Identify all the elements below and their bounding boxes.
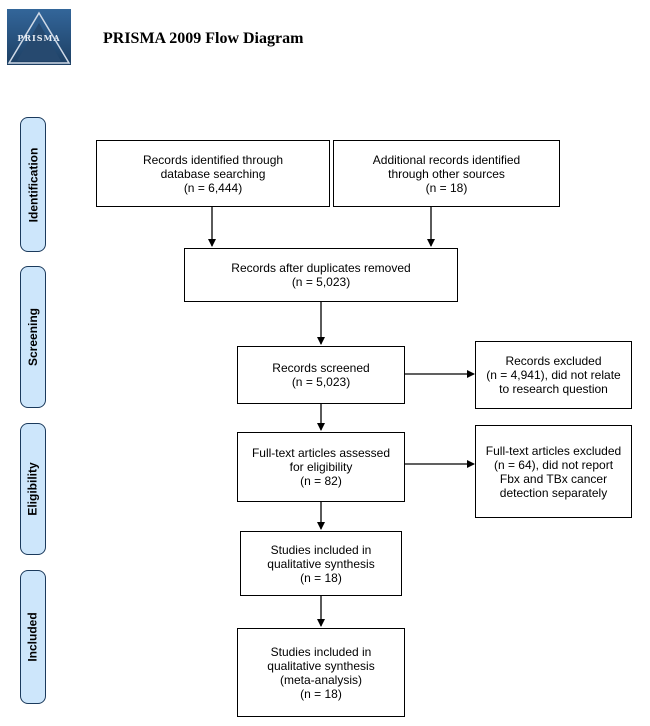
box-line: qualitative synthesis bbox=[267, 556, 375, 571]
phase-included: Included bbox=[20, 570, 46, 704]
box-line: Records screened bbox=[272, 361, 370, 375]
box-records-excluded: Records excluded (n = 4,941), did not re… bbox=[475, 341, 632, 409]
page-title: PRISMA 2009 Flow Diagram bbox=[103, 30, 304, 47]
box-fulltext-excluded: Full-text articles excluded (n = 64), di… bbox=[475, 425, 632, 518]
box-line: (n = 18) bbox=[300, 570, 342, 585]
box-database-search: Records identified through database sear… bbox=[96, 140, 330, 207]
box-line: (n = 5,023) bbox=[291, 275, 351, 289]
box-line: Fbx and TBx cancer bbox=[499, 471, 608, 486]
box-records-screened: Records screened (n = 5,023) bbox=[237, 346, 405, 404]
phase-screening: Screening bbox=[20, 266, 46, 408]
box-fulltext-assessed: Full-text articles assessed for eligibil… bbox=[237, 432, 405, 502]
box-line: to research question bbox=[499, 382, 608, 396]
box-other-sources: Additional records identified through ot… bbox=[333, 140, 560, 207]
phase-identification: Identification bbox=[20, 117, 46, 252]
box-line: Studies included in bbox=[270, 644, 372, 659]
box-line: (n = 82) bbox=[300, 474, 342, 488]
box-line: Full-text articles assessed bbox=[251, 446, 391, 460]
logo-triangle-graphic bbox=[7, 11, 71, 64]
box-line: (n = 64), did not report bbox=[493, 457, 614, 472]
box-line: Additional records identified bbox=[372, 152, 521, 167]
box-after-duplicates: Records after duplicates removed (n = 5,… bbox=[184, 248, 458, 302]
box-line: (meta-analysis) bbox=[279, 672, 363, 687]
box-line: (n = 18) bbox=[425, 180, 468, 195]
box-line: (n = 6,444) bbox=[183, 180, 243, 195]
box-line: (n = 4,941), did not relate bbox=[486, 368, 621, 382]
box-line: Studies included in bbox=[270, 542, 372, 557]
box-line: Full-text articles excluded bbox=[485, 443, 622, 458]
prisma-logo: PRISMA bbox=[7, 9, 71, 65]
box-qualitative-synthesis: Studies included in qualitative synthesi… bbox=[240, 531, 402, 596]
box-line: database searching bbox=[160, 166, 266, 181]
box-line: (n = 5,023) bbox=[291, 375, 351, 389]
box-quantitative-synthesis: Studies included in qualitative synthesi… bbox=[237, 628, 405, 717]
box-line: through other sources bbox=[388, 166, 505, 181]
box-line: Records identified through bbox=[142, 152, 284, 167]
logo-text: PRISMA bbox=[17, 33, 61, 43]
box-line: Records excluded bbox=[505, 354, 602, 368]
box-line: qualitative synthesis bbox=[267, 658, 375, 673]
phase-eligibility: Eligibility bbox=[20, 423, 46, 555]
box-line: for eligibility bbox=[289, 460, 353, 474]
box-line: Records after duplicates removed bbox=[231, 261, 411, 275]
box-line: (n = 18) bbox=[300, 686, 342, 701]
box-line: detection separately bbox=[499, 485, 608, 500]
